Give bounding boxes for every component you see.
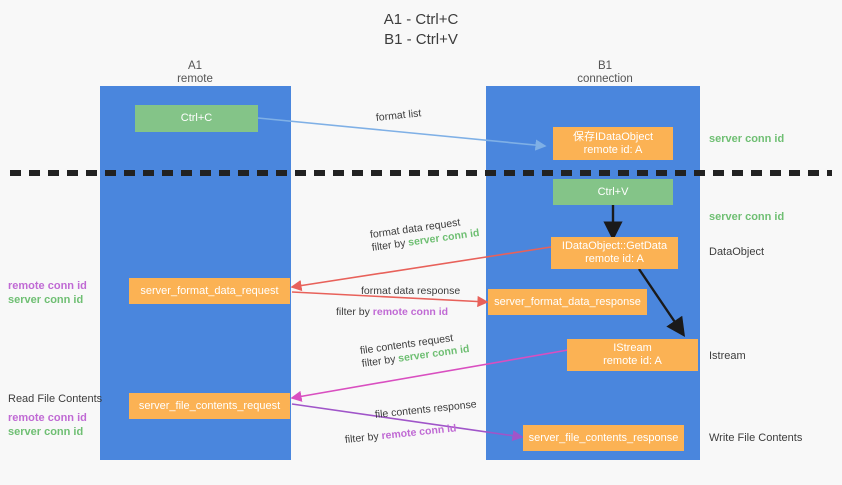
right-label-server-conn-id-mid-text: server conn id: [709, 211, 785, 223]
arrow-file-contents-request: [290, 349, 569, 402]
filter-value-remote-conn-id: remote conn id: [372, 306, 449, 318]
node-save-idataobject[interactable]: 保存IDataObject remote id: A: [553, 127, 673, 160]
left-label-remote-conn-id-2: remote conn id: [8, 412, 87, 424]
left-label-server-conn-id-1: server conn id: [8, 294, 84, 306]
node-istream-line2: remote id: A: [603, 355, 662, 367]
left-label-read-file-contents: Read File Contents: [8, 392, 102, 406]
node-ctrl-c-label: Ctrl+C: [180, 112, 213, 124]
arrow-file-contents-response: [291, 403, 524, 442]
column-header-a1-sub: remote: [177, 73, 213, 85]
title-line-1: A1 - Ctrl+C: [383, 11, 459, 28]
right-label-write-file-contents-text: Write File Contents: [709, 432, 803, 444]
node-server-format-data-request-label: server_format_data_request: [140, 284, 279, 297]
node-server-file-contents-response[interactable]: server_file_contents_response: [523, 425, 684, 451]
right-label-server-conn-id-top: server conn id: [709, 132, 784, 146]
node-idataobject-getdata-line1: IDataObject::GetData: [561, 240, 668, 252]
filter-prefix: filter by: [336, 306, 373, 318]
column-header-b1-sub: connection: [577, 73, 633, 85]
node-idataobject-getdata[interactable]: IDataObject::GetData remote id: A: [551, 237, 678, 269]
arrow-format-data-response: [291, 291, 489, 308]
column-header-b1: B1 connection: [525, 60, 685, 86]
edge-label-format-data-response-filter: filter by remote conn id: [336, 306, 448, 319]
right-label-dataobject: DataObject: [709, 245, 764, 259]
column-header-a1-name: A1: [187, 60, 203, 72]
node-server-format-data-response[interactable]: server_format_data_response: [488, 289, 647, 315]
arrow-format-list: [257, 117, 547, 151]
left-label-conn-ids-2: remote conn id server conn id: [8, 411, 87, 439]
node-istream-line1: IStream: [613, 342, 652, 354]
right-label-dataobject-text: DataObject: [709, 246, 765, 258]
arrow-format-data-request: [290, 246, 552, 292]
phase-divider: [10, 170, 832, 176]
diagram-title: A1 - Ctrl+C B1 - Ctrl+V: [0, 10, 842, 50]
filter-prefix: filter by: [344, 430, 383, 446]
right-label-istream: Istream: [709, 349, 746, 363]
node-idataobject-getdata-line2: remote id: A: [585, 253, 644, 265]
node-server-file-contents-response-label: server_file_contents_response: [528, 431, 679, 444]
node-server-format-data-response-label: server_format_data_response: [494, 295, 641, 308]
left-label-server-conn-id-2: server conn id: [8, 426, 84, 438]
node-istream[interactable]: IStream remote id: A: [567, 339, 698, 371]
node-server-file-contents-request[interactable]: server_file_contents_request: [129, 393, 290, 419]
node-server-format-data-request[interactable]: server_format_data_request: [129, 278, 290, 304]
arrow-getdata-to-istream: [638, 268, 686, 337]
node-server-file-contents-request-label: server_file_contents_request: [138, 399, 281, 412]
left-label-read-file-contents-text: Read File Contents: [8, 393, 103, 405]
node-ctrl-v[interactable]: Ctrl+V: [553, 179, 673, 205]
node-save-idataobject-line2: remote id: A: [583, 143, 643, 156]
edge-label-format-data-response: format data response: [361, 285, 460, 298]
node-ctrl-v-label: Ctrl+V: [597, 185, 629, 198]
right-label-server-conn-id-top-text: server conn id: [709, 133, 785, 145]
right-label-istream-text: Istream: [709, 350, 746, 362]
column-header-b1-name: B1: [597, 60, 613, 72]
title-line-2: B1 - Ctrl+V: [384, 31, 458, 48]
right-label-server-conn-id-mid: server conn id: [709, 210, 784, 224]
left-label-conn-ids-1: remote conn id server conn id: [8, 279, 87, 307]
node-ctrl-c[interactable]: Ctrl+C: [135, 105, 258, 132]
column-header-a1: A1 remote: [115, 60, 275, 86]
node-save-idataobject-line1: 保存IDataObject: [572, 130, 654, 143]
left-label-remote-conn-id-1: remote conn id: [8, 280, 87, 292]
right-label-write-file-contents: Write File Contents: [709, 431, 802, 445]
edge-label-format-data-response-text: format data response: [361, 285, 461, 297]
